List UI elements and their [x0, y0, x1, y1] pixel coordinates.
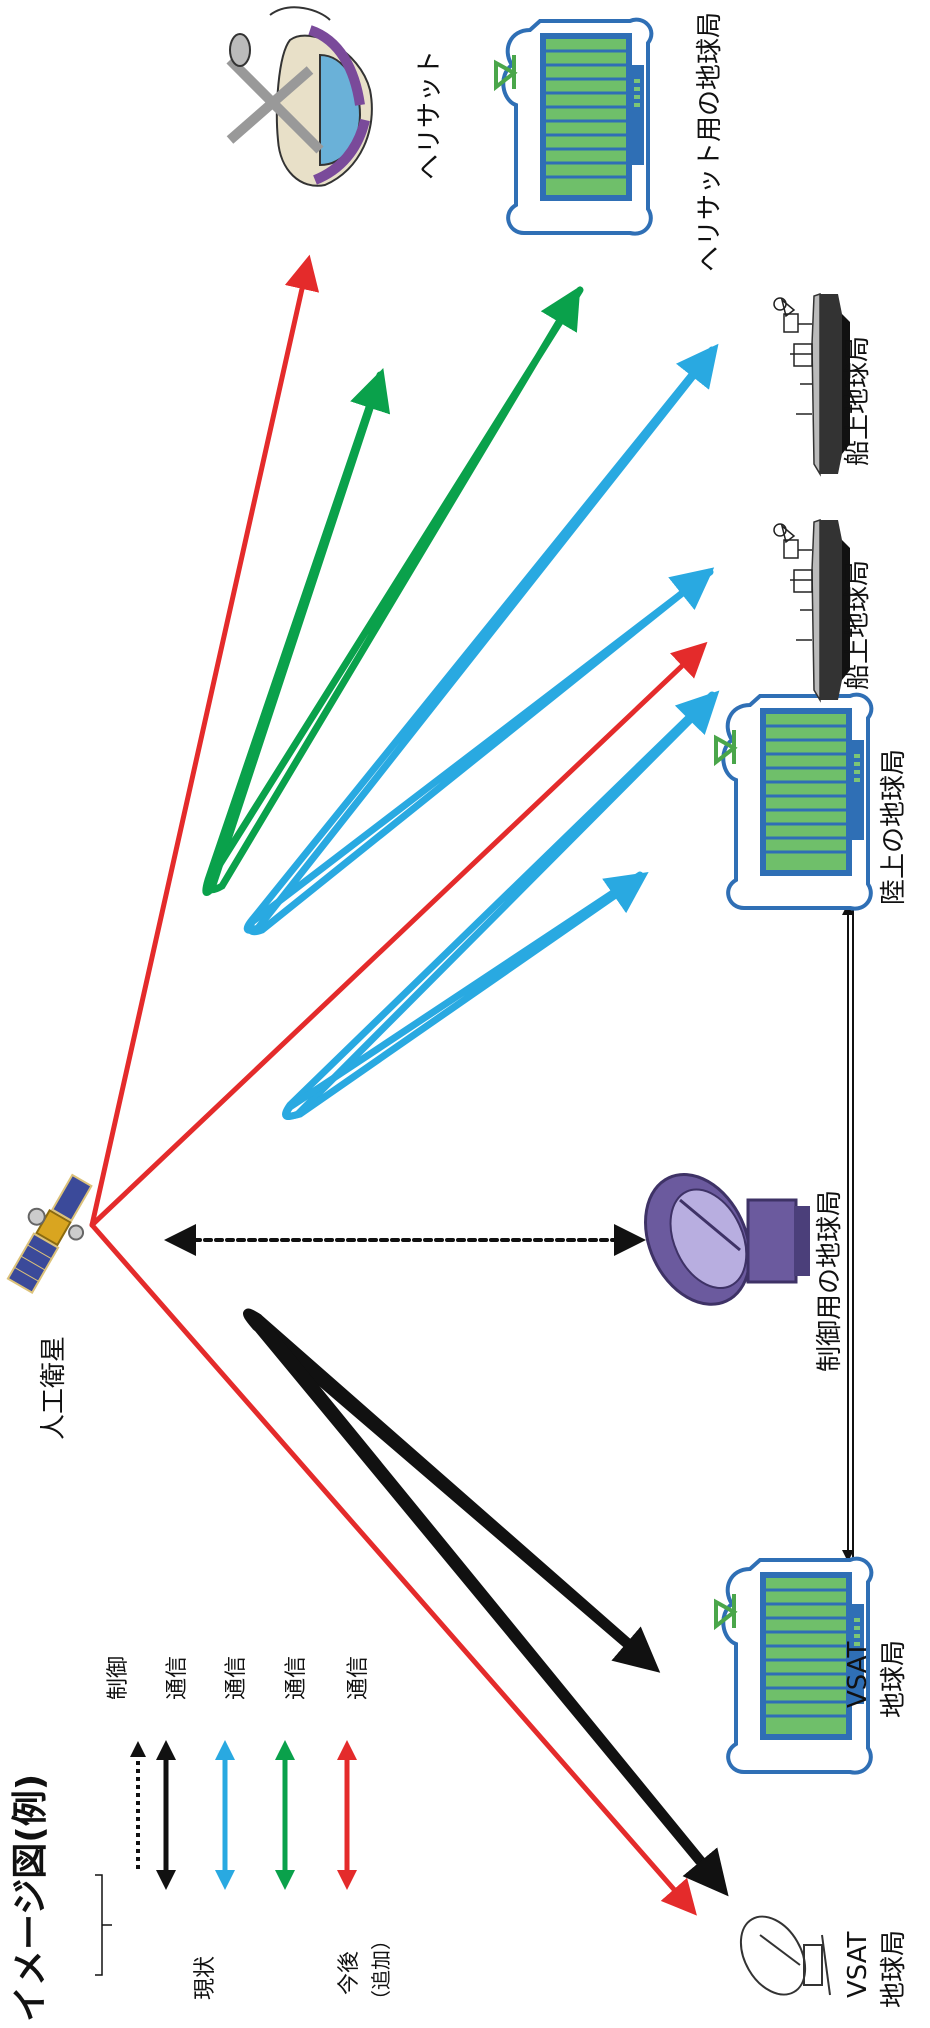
blue-link-ship-2 [243, 343, 719, 934]
red-link-helisat [89, 254, 320, 1228]
helisat-label: ヘリサット [415, 50, 445, 180]
vsat-2-label-line2: 地球局 [879, 1930, 909, 2008]
legend-group-future: 今後 [337, 1951, 362, 1995]
green-link-helisat [202, 368, 391, 896]
helicopter-icon [226, 6, 373, 187]
control-station-label: 制御用の地球局 [815, 1190, 845, 1372]
legend-label-green: 通信 [284, 1656, 309, 1700]
land-vsat-link [842, 903, 854, 1562]
black-link-vsat-2 [248, 1311, 729, 1897]
blue-link-ship-1 [246, 567, 715, 936]
vsat-1-label-line1: VSAT [843, 1641, 873, 1708]
legend-group-future-note: （追加） [369, 1930, 393, 2010]
legend-label-black: 通信 [165, 1656, 190, 1700]
helisat-station-label: ヘリサット用の地球局 [695, 12, 725, 272]
land-station-label: 陸上の地球局 [879, 749, 909, 905]
legend: 制御 通信 通信 通信 通信 現状 今後 （追加） [95, 1656, 393, 2010]
ship-2-label: 船上地球局 [843, 336, 873, 466]
helisat-station-building-icon [494, 17, 654, 236]
green-link-helisat-station [205, 285, 584, 894]
ship-1-label: 船上地球局 [843, 560, 873, 690]
legend-group-current: 現状 [193, 1956, 218, 2000]
black-link-vsat-1 [243, 1308, 661, 1673]
blue-link-land [283, 871, 649, 1120]
red-link-vsat [89, 1222, 697, 1916]
legend-label-red: 通信 [346, 1656, 371, 1700]
satellite-icon [6, 1173, 93, 1294]
land-station-building-icon [714, 692, 874, 911]
vsat-2-label-line1: VSAT [843, 1931, 873, 1998]
vsat-2-dish-icon [739, 1915, 831, 1996]
control-dish-icon [644, 1173, 810, 1306]
vsat-1-label-line2: 地球局 [879, 1640, 909, 1718]
legend-label-blue: 通信 [224, 1656, 249, 1700]
diagram-title: イメージ図(例) [10, 1774, 51, 2022]
satellite-label: 人工衛星 [39, 1336, 69, 1440]
blue-link-ship-1b [282, 690, 720, 1120]
ship-1-icon [773, 519, 851, 701]
ship-2-icon [773, 293, 851, 475]
links [89, 254, 854, 1916]
red-link-ship [89, 641, 708, 1228]
legend-label-control: 制御 [106, 1656, 131, 1700]
